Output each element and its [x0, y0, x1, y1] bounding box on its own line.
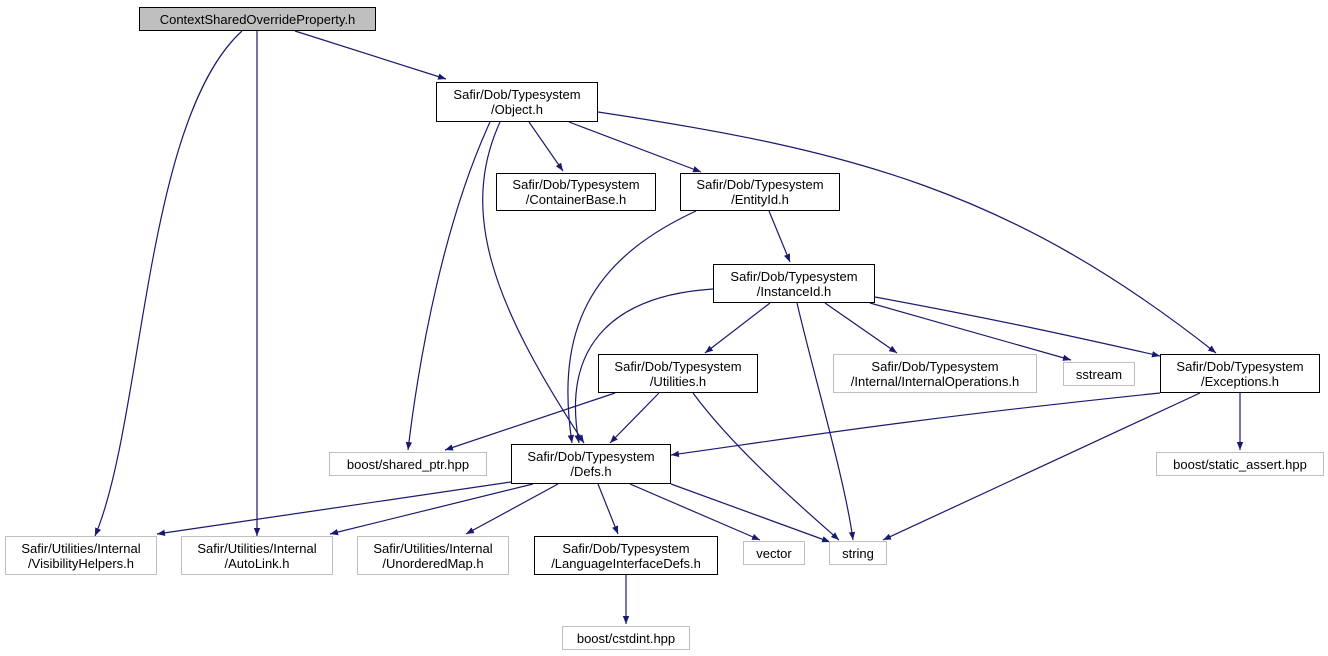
node-object[interactable]: Safir/Dob/Typesystem/Object.h	[436, 82, 598, 122]
node-label-line: /Defs.h	[570, 464, 612, 479]
edge-defs-to-vector	[629, 483, 761, 541]
node-label-line: Safir/Dob/Typesystem	[614, 358, 742, 374]
edge-object-to-defs	[482, 121, 585, 444]
node-label-line: /LanguageInterfaceDefs.h	[551, 555, 701, 571]
node-label-line: Safir/Dob/Typesystem	[453, 87, 581, 102]
edge-object-to-sharedptr	[405, 121, 491, 451]
node-label-line: sstream	[1075, 366, 1123, 382]
edge-instanceid-to-sstream	[869, 302, 1072, 361]
node-label-line: /UnorderedMap.h	[382, 555, 484, 571]
edge-defs-to-langiface	[597, 483, 619, 535]
node-cstdint: boost/cstdint.hpp	[562, 626, 690, 650]
node-label-line: Safir/Dob/Typesystem	[696, 177, 824, 192]
node-label-line: /Object.h	[490, 102, 544, 117]
node-langiface[interactable]: Safir/Dob/Typesystem/LanguageInterfaceDe…	[534, 536, 718, 575]
node-label-line: Safir/Dob/Typesystem	[562, 540, 690, 556]
edge-entityid-to-instanceid	[768, 210, 791, 263]
edge-instanceid-to-exceptions	[874, 296, 1161, 358]
node-sharedptr: boost/shared_ptr.hpp	[329, 452, 487, 476]
edge-utilities-to-sharedptr	[444, 392, 616, 451]
node-root: ContextSharedOverrideProperty.h	[139, 7, 376, 31]
node-label-line: /Utilities.h	[649, 373, 707, 389]
node-exceptions[interactable]: Safir/Dob/Typesystem/Exceptions.h	[1160, 354, 1320, 393]
node-label-line: /AutoLink.h	[224, 555, 290, 571]
edge-instanceid-to-utilities	[704, 302, 771, 354]
node-entityid[interactable]: Safir/Dob/Typesystem/EntityId.h	[680, 173, 840, 211]
node-label-line: vector	[756, 545, 792, 561]
edge-utilities-to-defs	[609, 392, 660, 444]
node-utilities[interactable]: Safir/Dob/Typesystem/Utilities.h	[598, 354, 758, 393]
node-sstream: sstream	[1063, 362, 1135, 386]
edge-layer	[94, 30, 1244, 624]
node-label-line: /InstanceId.h	[756, 283, 832, 299]
node-defs[interactable]: Safir/Dob/Typesystem/Defs.h	[511, 444, 671, 484]
edge-defs-to-unorderedmap	[465, 483, 559, 535]
node-vector: vector	[743, 541, 805, 565]
edge-instanceid-to-string	[796, 302, 856, 541]
edge-instanceid-to-internalops	[824, 302, 898, 354]
node-label-line: Safir/Dob/Typesystem	[871, 358, 999, 374]
node-label-line: Safir/Dob/Typesystem	[1176, 358, 1304, 374]
node-label-line: Safir/Dob/Typesystem	[512, 177, 640, 192]
node-label-line: Safir/Utilities/Internal	[21, 540, 141, 556]
edge-object-to-entityid	[568, 121, 702, 173]
node-label-line: /EntityId.h	[731, 192, 789, 207]
node-label-line: Safir/Utilities/Internal	[373, 540, 493, 556]
node-containerbase[interactable]: Safir/Dob/Typesystem/ContainerBase.h	[496, 173, 656, 211]
node-instanceid[interactable]: Safir/Dob/Typesystem/InstanceId.h	[713, 264, 875, 303]
edge-entityid-to-defs	[567, 210, 697, 444]
node-visibility: Safir/Utilities/Internal/VisibilityHelpe…	[5, 536, 157, 575]
edge-defs-to-string	[670, 483, 831, 543]
edge-exceptions-to-defs	[670, 392, 1161, 458]
node-label-line: boost/cstdint.hpp	[576, 630, 676, 646]
node-label-line: Safir/Dob/Typesystem	[730, 268, 858, 284]
node-label-line: boost/shared_ptr.hpp	[346, 456, 470, 472]
edge-defs-to-autolink	[329, 483, 534, 536]
edge-object-to-containerbase	[528, 121, 564, 172]
node-label-line: /Internal/InternalOperations.h	[850, 373, 1020, 389]
node-label-line: Safir/Dob/Typesystem	[527, 449, 655, 464]
node-label-line: Safir/Utilities/Internal	[197, 540, 317, 556]
node-string: string	[829, 541, 887, 565]
edge-exceptions-to-string	[882, 392, 1201, 541]
node-label-line: string	[842, 545, 874, 561]
node-label-line: boost/static_assert.hpp	[1173, 456, 1307, 472]
edge-root-to-visibility	[94, 30, 243, 537]
node-label-line: ContextSharedOverrideProperty.h	[159, 11, 356, 27]
edge-object-to-exceptions	[597, 111, 1217, 354]
node-staticassert: boost/static_assert.hpp	[1156, 452, 1324, 476]
node-label-line: /VisibilityHelpers.h	[28, 555, 134, 571]
node-label-line: /Exceptions.h	[1200, 373, 1280, 389]
edge-defs-to-visibility	[156, 481, 512, 537]
node-label-line: /ContainerBase.h	[525, 192, 627, 207]
edge-utilities-to-string	[692, 392, 840, 541]
edge-root-to-object	[294, 30, 447, 80]
node-unorderedmap: Safir/Utilities/Internal/UnorderedMap.h	[357, 536, 509, 575]
node-autolink: Safir/Utilities/Internal/AutoLink.h	[181, 536, 333, 575]
node-internalops: Safir/Dob/Typesystem/Internal/InternalOp…	[833, 354, 1037, 393]
